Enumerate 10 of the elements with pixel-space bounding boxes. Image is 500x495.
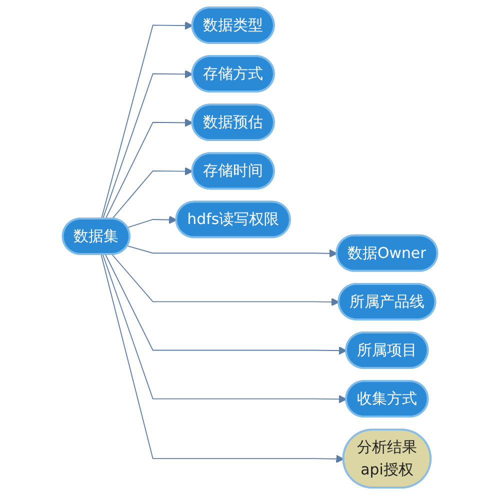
arrow: [127, 216, 178, 228]
arrow: [104, 254, 347, 355]
arrow: [102, 70, 194, 220]
arrow: [100, 254, 344, 464]
arrow: [127, 245, 338, 258]
arrow: [102, 254, 347, 404]
arrow: [112, 254, 340, 306]
arrow: [112, 167, 194, 220]
arrow: [100, 21, 194, 220]
arrow: [104, 118, 194, 220]
